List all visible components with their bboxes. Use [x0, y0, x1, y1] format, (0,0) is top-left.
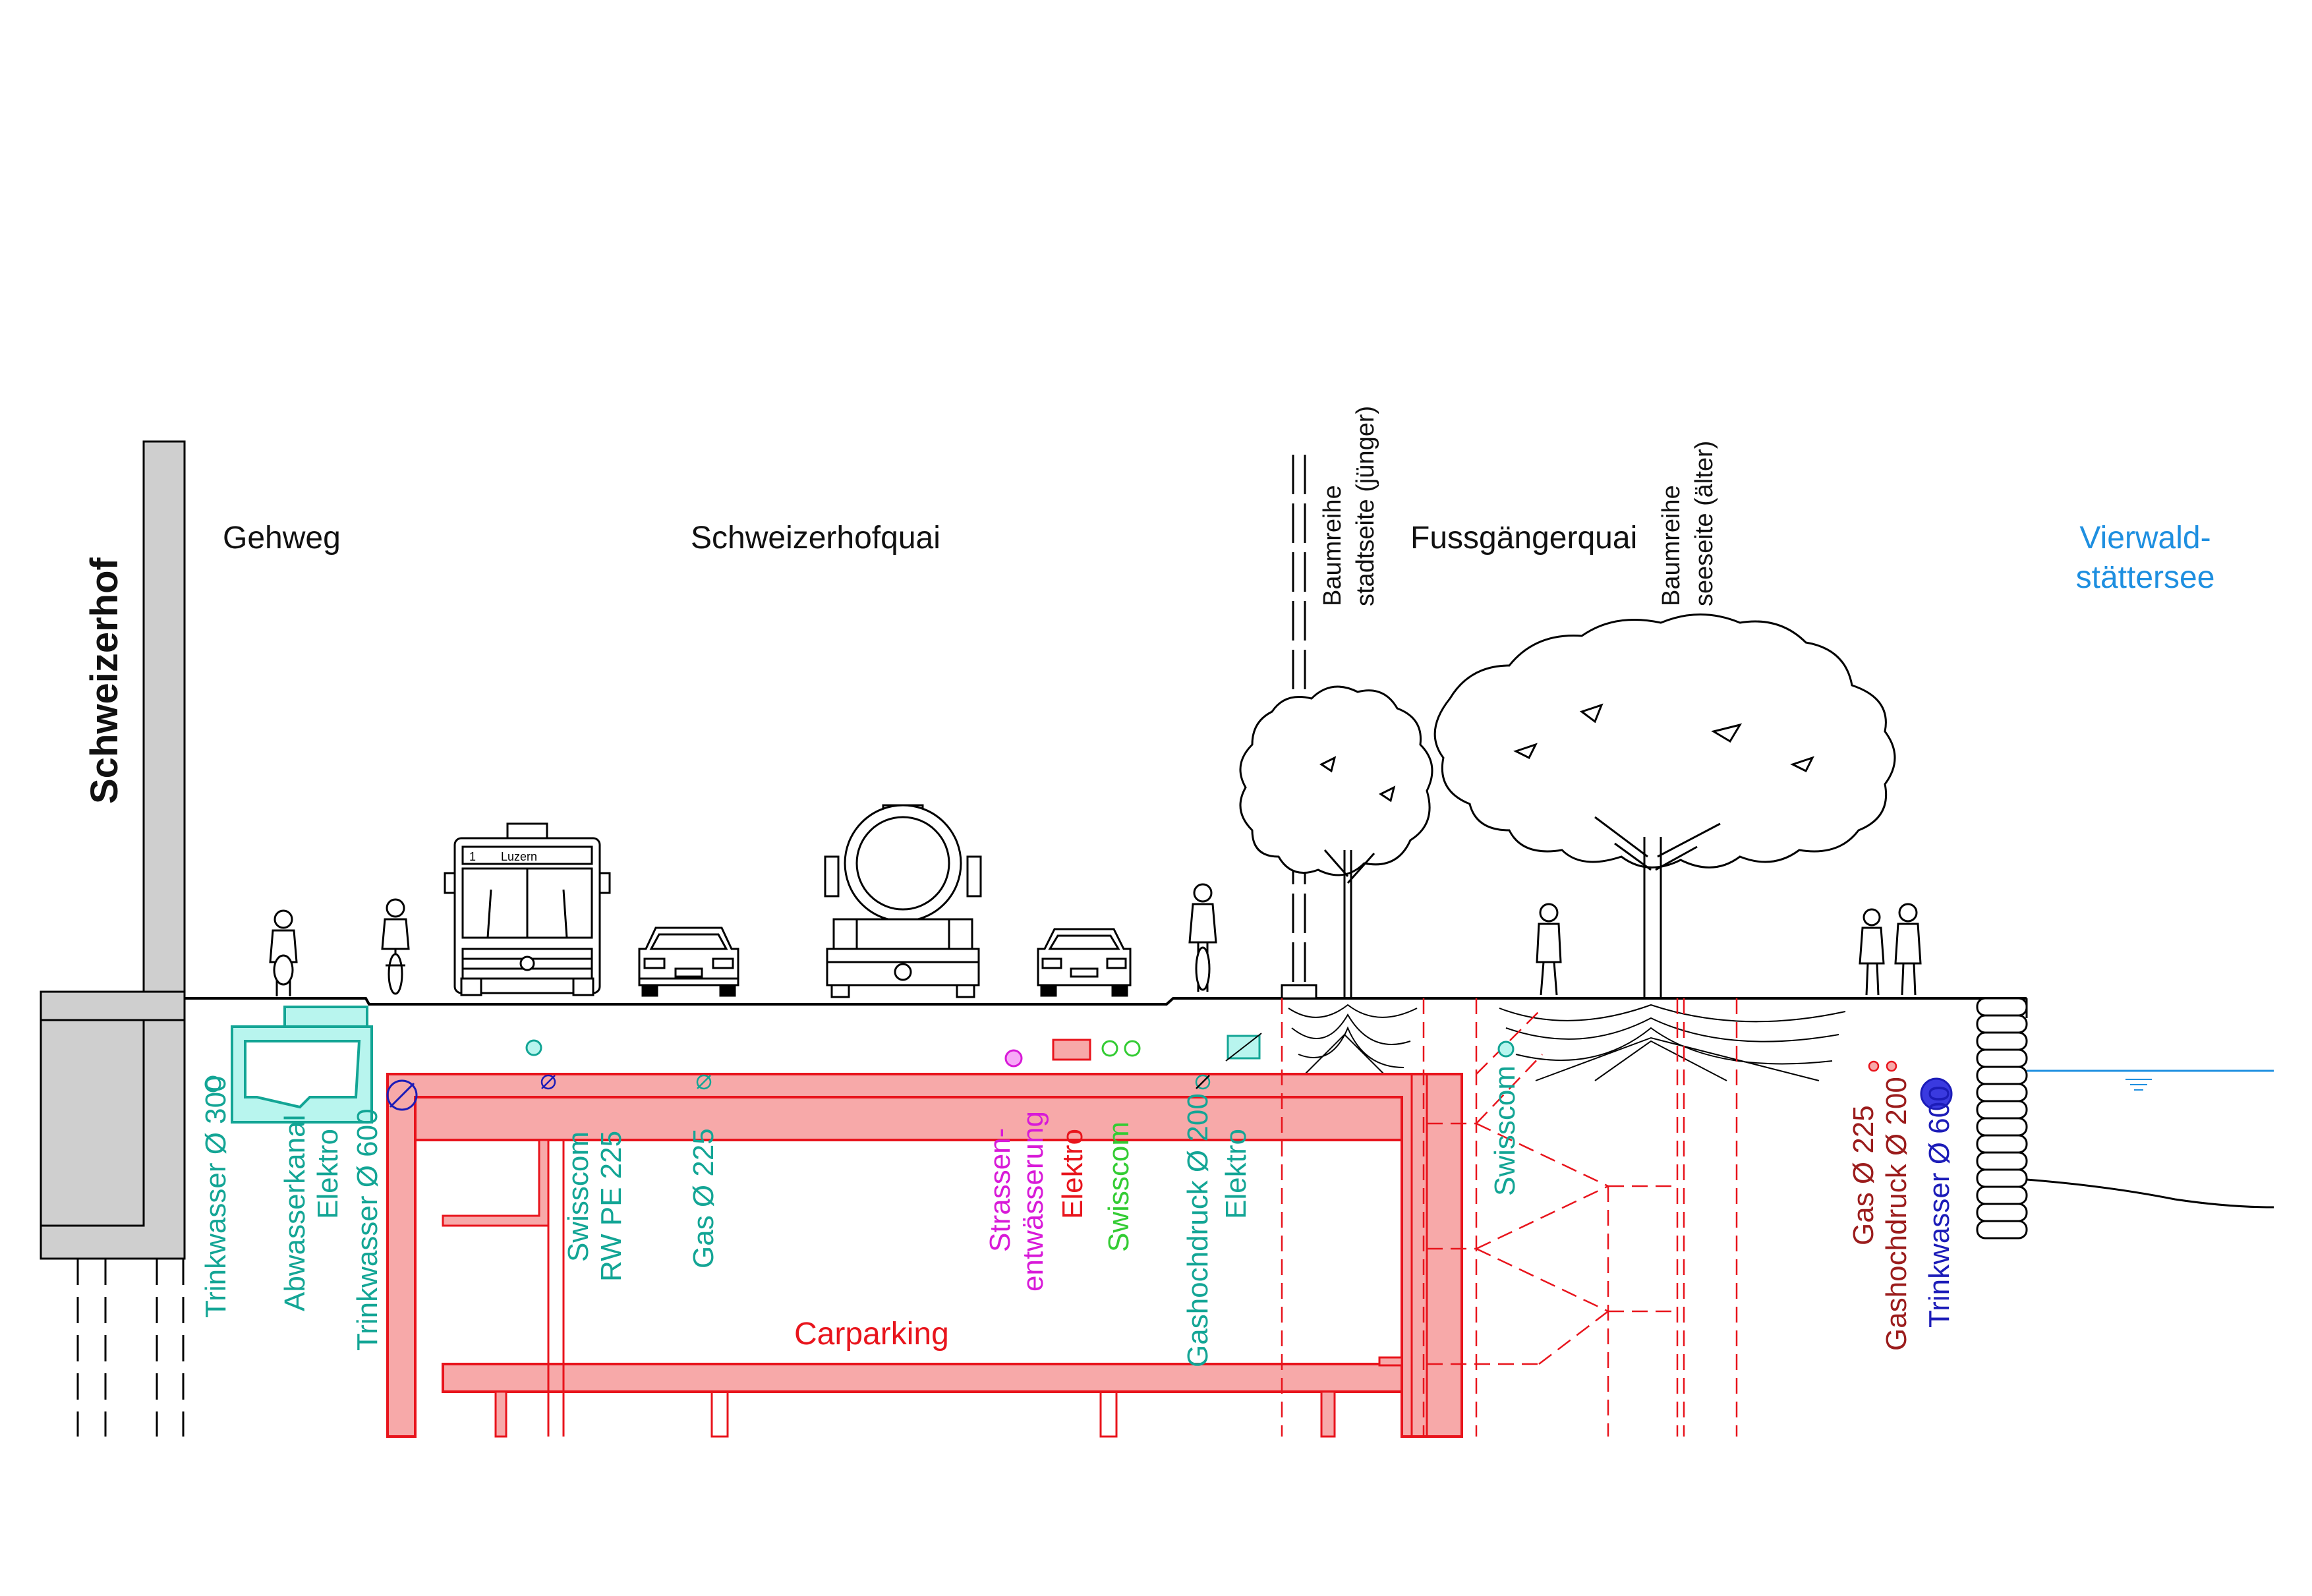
tree-young — [1239, 685, 1433, 998]
building-wall — [40, 440, 186, 1437]
label-elektro-mid2: Elektro — [1220, 1129, 1252, 1219]
pipe-gashochdruck-200-mid — [1195, 1074, 1211, 1090]
label-swisscom-right: Swisscom — [1489, 1066, 1521, 1196]
tree-row-city-line2: stadtseite (jünger) — [1352, 406, 1379, 606]
pedestrian-gehweg — [269, 909, 298, 996]
label-trinkwasser-600-left: Trinkwasser Ø 600 — [351, 1108, 384, 1351]
label-elektro-mid: Elektro — [1056, 1129, 1089, 1219]
lake-label-line2: stättersee — [2076, 560, 2215, 595]
label-gas-225-left: Gas Ø 225 — [687, 1128, 720, 1268]
bus: 1 Luzern — [444, 822, 611, 996]
cyclist-gehweg — [381, 898, 410, 995]
building-label: Schweizerhof — [83, 557, 126, 804]
label-strassen: Strassen- — [984, 1128, 1016, 1252]
label-gashochdruck-200-right: Gashochdruck Ø 200 — [1880, 1077, 1913, 1351]
pipe-swisscom-mid-a — [1101, 1040, 1118, 1057]
label-abwasserkanal: Abwasserkanal — [279, 1115, 311, 1311]
car-left — [638, 926, 739, 997]
pipe-trinkwasser-300 — [204, 1075, 221, 1093]
label-trinkwasser-300: Trinkwasser Ø 300 — [200, 1075, 232, 1318]
gehweg-label: Gehweg — [223, 521, 341, 556]
tree-row-lake-line1: Baumreihe — [1658, 485, 1685, 606]
tree-roots — [1288, 1004, 1846, 1081]
label-gashochdruck-200-mid: Gashochdruck Ø 200 — [1182, 1093, 1214, 1367]
pipe-gashochdruck-200-right — [1886, 1060, 1897, 1072]
pipe-strassenentwaesserung — [1004, 1049, 1023, 1068]
pipe-rw-pe-225 — [540, 1074, 556, 1090]
label-swisscom-mid: Swisscom — [1103, 1122, 1135, 1252]
label-gas-225-right: Gas Ø 225 — [1847, 1105, 1880, 1245]
pipe-gas-225-left — [696, 1074, 712, 1090]
duct-elektro-mid2 — [1225, 1033, 1262, 1062]
sewer-channel — [231, 1006, 373, 1124]
bus-number: 1 — [469, 850, 476, 863]
label-swisscom-left: Swisscom — [562, 1131, 594, 1262]
label-entwaesserung: entwässerung — [1017, 1111, 1049, 1292]
carparking-structure — [386, 1073, 1463, 1438]
quay-wall — [1976, 997, 2028, 1240]
lake-label-line1: Vierwald- — [2079, 521, 2211, 556]
pipe-trinkwasser-600-right — [1920, 1077, 1953, 1110]
carparking-label: Carparking — [794, 1317, 949, 1352]
pipe-gas-225-right — [1868, 1060, 1880, 1072]
pedestrian-promenade — [1536, 903, 1562, 996]
ground-line — [185, 997, 2028, 1018]
lake-water — [2026, 1069, 2274, 1209]
pipe-swisscom-mid-b — [1124, 1040, 1141, 1057]
street-label: Schweizerhofquai — [691, 521, 940, 556]
label-rw-pe-225: RW PE 225 — [595, 1131, 627, 1282]
pipe-trinkwasser-600-left — [386, 1079, 418, 1111]
bus-destination: Luzern — [501, 850, 537, 863]
label-trinkwasser-600-right: Trinkwasser Ø 600 — [1923, 1085, 1955, 1328]
label-elektro-left: Elektro — [312, 1129, 344, 1219]
anchor-lines — [1281, 998, 1738, 1437]
promenade-label: Fussgängerquai — [1410, 521, 1637, 556]
pipe-swisscom-left — [525, 1039, 542, 1056]
duct-elektro-mid — [1052, 1039, 1091, 1061]
tree-old — [1433, 613, 1896, 998]
car-right — [1037, 928, 1132, 997]
pedestrian-couple — [1859, 903, 1922, 996]
tanker-truck — [824, 804, 982, 998]
pipe-swisscom-right — [1497, 1040, 1515, 1058]
tree-row-lake-line2: seeseite (älter) — [1691, 441, 1718, 606]
tree-row-city-line1: Baumreihe — [1319, 485, 1346, 606]
cyclist-street — [1188, 883, 1217, 992]
